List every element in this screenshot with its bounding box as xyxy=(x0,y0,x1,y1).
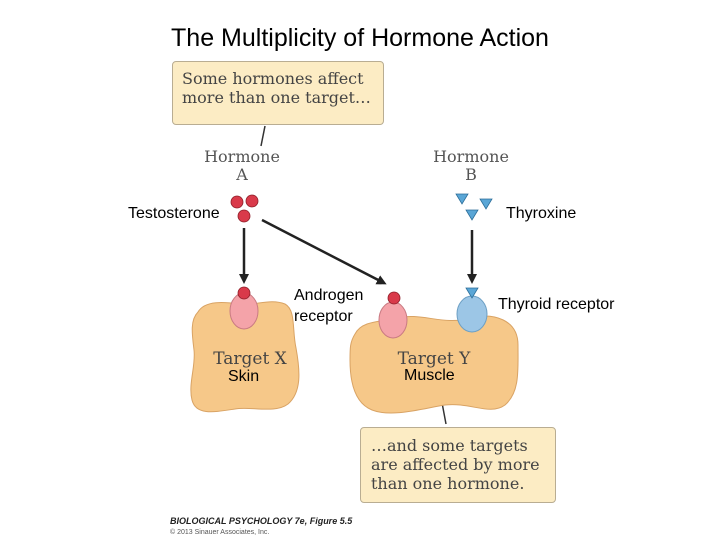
callout-bottom: …and some targets are affected by more t… xyxy=(360,427,556,503)
callout-top-connector xyxy=(260,125,266,147)
hormone-a-letter: A xyxy=(236,165,248,184)
target-y-name: Target Y xyxy=(397,349,471,369)
androgen-receptor-label: Androgen receptor xyxy=(294,287,364,325)
hormone-b-letter: B xyxy=(465,165,477,184)
target-y-cell xyxy=(349,315,519,414)
testosterone-bound-x xyxy=(237,286,251,300)
testosterone-label: Testosterone xyxy=(128,205,220,222)
skin-label: Skin xyxy=(228,368,260,385)
testosterone-molecule xyxy=(230,195,244,209)
testosterone-molecule xyxy=(237,209,251,223)
testosterone-molecule xyxy=(245,194,259,208)
muscle-label: Muscle xyxy=(404,367,455,384)
page-title: The Multiplicity of Hormone Action xyxy=(171,24,549,52)
thyroxine-molecule xyxy=(465,209,479,221)
target-x-name: Target X xyxy=(213,349,287,369)
copyright-notice: © 2013 Sinauer Associates, Inc. xyxy=(170,529,270,536)
thyroid-receptor-y xyxy=(456,295,488,333)
thyroxine-molecule xyxy=(455,193,469,205)
hormone-b-name: Hormone xyxy=(433,147,509,166)
testosterone-bound-y xyxy=(387,291,401,305)
thyroid-receptor-label: Thyroid receptor xyxy=(498,296,615,313)
androgen-receptor-y xyxy=(378,301,408,339)
hormone-a-name: Hormone xyxy=(204,147,280,166)
callout-top: Some hormones affect more than one targe… xyxy=(172,61,384,125)
thyroxine-bound-y xyxy=(465,287,479,299)
arrow-a-to-y xyxy=(261,218,387,285)
thyroxine-molecule xyxy=(479,198,493,210)
figure-credit: BIOLOGICAL PSYCHOLOGY 7e, Figure 5.5 xyxy=(170,516,353,526)
thyroxine-label: Thyroxine xyxy=(506,205,577,222)
